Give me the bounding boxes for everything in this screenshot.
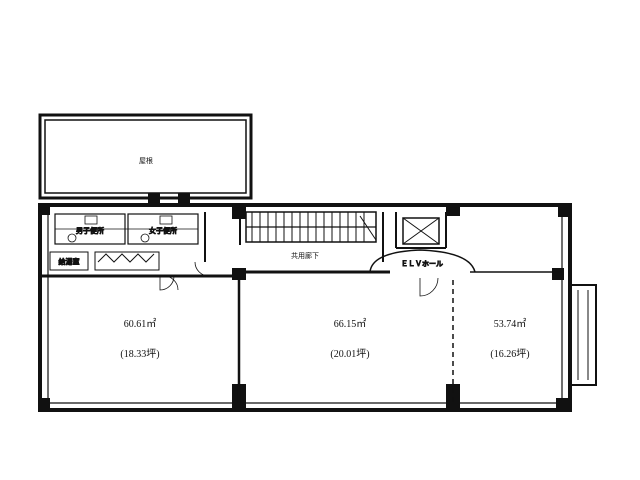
elevator (402, 217, 440, 245)
bay-window (569, 284, 597, 386)
unit-1-tsubo: (18.33坪) (120, 347, 159, 360)
unit-2-tsubo: (20.01坪) (330, 347, 369, 360)
wc-right-label: 女子便所 (149, 226, 177, 235)
unit-3-tsubo: (16.26坪) (490, 347, 529, 360)
toilet-block: 男子便所 女子便所 給湯室 (49, 213, 210, 291)
unit-3: 53.74㎡ (16.26坪) (490, 318, 529, 360)
balcony: 屋根 (38, 113, 253, 200)
unit-1: 60.61㎡ (18.33坪) (120, 318, 159, 360)
unit-2: 66.15㎡ (20.01坪) (330, 318, 369, 360)
elevator-hall: ＥＬＶホール (163, 249, 476, 297)
unit-2-area: 66.15㎡ (334, 318, 367, 330)
unit-1-area: 60.61㎡ (124, 318, 157, 330)
balcony-label: 屋根 (139, 156, 153, 165)
interior-walls (40, 212, 562, 403)
elevator-hall-label: ＥＬＶホール (401, 260, 443, 268)
corridor-label: 共用廊下 (291, 251, 319, 260)
outer-walls (38, 203, 572, 412)
unit-3-area: 53.74㎡ (494, 318, 527, 330)
wc-left-label: 男子便所 (76, 226, 104, 235)
staircase (245, 211, 377, 243)
kitchen-label: 給湯室 (59, 257, 80, 266)
columns (38, 193, 572, 412)
